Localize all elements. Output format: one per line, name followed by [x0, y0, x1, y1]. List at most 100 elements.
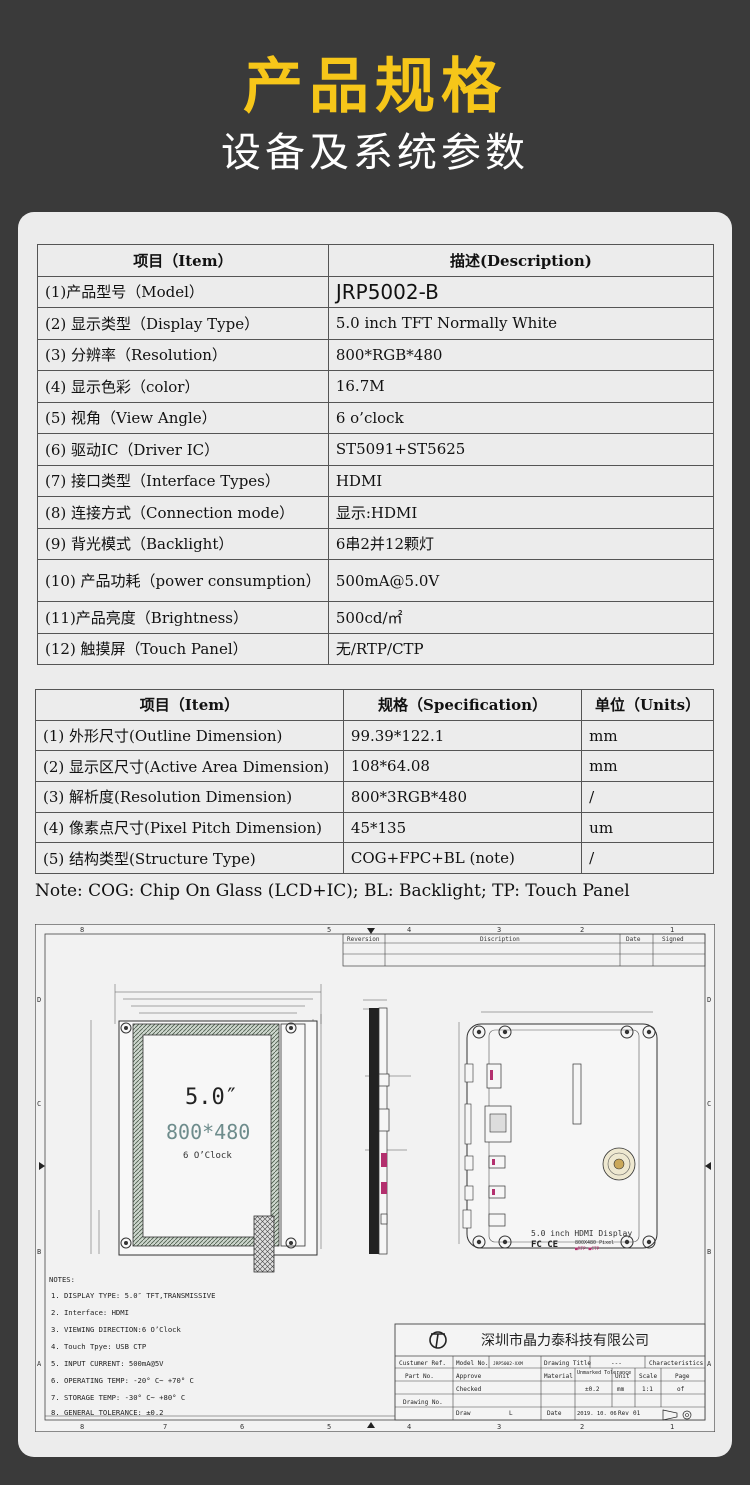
- tb-value: JRP5002-XXM: [493, 1361, 523, 1367]
- ruler-label: 6: [240, 1423, 244, 1431]
- abbreviation-note: Note: COG: Chip On Glass (LCD+IC); BL: B…: [35, 881, 630, 901]
- table-row: (8) 连接方式（Connection mode） 显示:HDMI: [37, 496, 715, 529]
- row-label: (8) 连接方式（Connection mode）: [37, 496, 329, 529]
- tb-label: Custumer Ref.: [399, 1360, 446, 1367]
- specification-table: 项目（Item） 规格（Specification） 单位（Units） (1)…: [35, 689, 714, 875]
- tb-label: Scale: [639, 1373, 657, 1380]
- back-view: 5.0 inch HDMI Display FC CE 800X480 Pixe…: [458, 1011, 658, 1252]
- ruler-label: 2: [580, 1423, 584, 1431]
- revision-table: Reversion Discription Date Signed: [342, 933, 706, 967]
- resolution-label: 800*480: [166, 1120, 250, 1144]
- revision-header: Discription: [480, 936, 520, 943]
- tb-label: Unit: [615, 1373, 630, 1380]
- tb-label: Page: [675, 1373, 690, 1380]
- tb-label: Drawing Title: [544, 1360, 591, 1367]
- table-row: (5) 视角（View Angle） 6 o’clock: [37, 401, 715, 434]
- board-sub-label: 800X480 Pixel: [575, 1240, 614, 1246]
- projection-symbol-icon: [662, 1409, 692, 1421]
- side-view: [363, 999, 411, 1255]
- board-label: 5.0 inch HDMI Display: [531, 1229, 632, 1238]
- row-label: (1) 外形尺寸(Outline Dimension): [35, 719, 344, 752]
- tb-value: mm: [617, 1386, 625, 1393]
- row-label: (2) 显示区尺寸(Active Area Dimension): [35, 750, 344, 783]
- ruler-label: B: [707, 1248, 711, 1256]
- ruler-label: 8: [80, 926, 84, 934]
- arrow-left-icon: [39, 1162, 45, 1170]
- company-logo-icon: [429, 1331, 447, 1349]
- note-line: NOTES:: [49, 1275, 75, 1284]
- tb-label: Approve: [456, 1373, 482, 1380]
- revision-header: Signed: [662, 936, 684, 943]
- tb-label: Part No.: [405, 1373, 434, 1380]
- row-unit: um: [581, 811, 714, 844]
- row-spec: 45*135: [342, 811, 583, 844]
- tb-label: Model No.: [456, 1360, 489, 1367]
- row-unit: /: [581, 842, 714, 875]
- ruler-label: C: [707, 1100, 711, 1108]
- table-header-row: 项目（Item） 规格（Specification） 单位（Units）: [35, 689, 714, 721]
- tb-value: 01: [633, 1410, 641, 1417]
- tb-value: ±0.2: [585, 1386, 600, 1393]
- row-unit: mm: [581, 750, 714, 783]
- ruler-label: 2: [580, 926, 584, 934]
- tb-label: Unmarked Tolerance: [577, 1370, 631, 1376]
- ruler-label: 3: [497, 1423, 501, 1431]
- arrow-right-icon: [705, 1162, 711, 1170]
- page-subtitle: 设备及系统参数: [221, 130, 529, 176]
- row-value: 显示:HDMI: [327, 496, 715, 529]
- row-label: (4) 像素点尺寸(Pixel Pitch Dimension): [35, 811, 344, 844]
- header-item: 项目（Item）: [37, 244, 329, 277]
- tb-label: Draw: [456, 1410, 471, 1417]
- ruler-label: 8: [80, 1423, 84, 1431]
- table-row: (9) 背光模式（Backlight） 6串2并12颗灯: [37, 527, 715, 560]
- row-label: (2) 显示类型（Display Type）: [37, 307, 329, 340]
- drawing-top-ruler: 8 5 4 3 2 1: [80, 926, 674, 934]
- technical-drawing: 8 5 4 3 2 1 8 7 6 5 4 3 2 1 D C B A D C …: [35, 924, 715, 1432]
- table-row: (5) 结构类型(Structure Type) COG+FPC+BL (not…: [35, 842, 714, 875]
- ruler-label: D: [37, 996, 41, 1004]
- row-value: 6串2并12颗灯: [327, 527, 715, 560]
- tb-label: Drawing No.: [403, 1399, 443, 1406]
- row-value: 500cd/㎡: [327, 601, 715, 634]
- table-row: (7) 接口类型（Interface Types） HDMI: [37, 464, 715, 497]
- row-label: (11)产品亮度（Brightness）: [37, 601, 329, 634]
- row-value: JRP5002-B: [327, 275, 715, 308]
- tb-value: 2019. 10. 06: [577, 1411, 617, 1417]
- row-label: (3) 解析度(Resolution Dimension): [35, 781, 344, 813]
- drawing-side-ruler: D C B A D C B A: [37, 996, 712, 1368]
- table-row: (2) 显示区尺寸(Active Area Dimension) 108*64.…: [35, 750, 714, 783]
- row-value: 800*RGB*480: [327, 338, 715, 371]
- note-line: 4. Touch Tpye: USB CTP: [51, 1342, 146, 1351]
- ruler-label: D: [707, 996, 711, 1004]
- row-value: 5.0 inch TFT Normally White: [327, 307, 715, 340]
- row-spec: 800*3RGB*480: [342, 781, 583, 813]
- tb-label: Characteristics: [649, 1360, 704, 1367]
- company-name: 深圳市晶力泰科技有限公司: [481, 1332, 649, 1349]
- table-row: (6) 驱动IC（Driver IC） ST5091+ST5625: [37, 433, 715, 466]
- header-item: 项目（Item）: [35, 689, 344, 721]
- tb-label: Material: [544, 1373, 573, 1380]
- ruler-label: A: [37, 1360, 42, 1368]
- tb-value: L: [509, 1410, 513, 1417]
- ruler-label: 7: [163, 1423, 167, 1431]
- revision-header: Reversion: [347, 936, 380, 943]
- row-spec: 99.39*122.1: [342, 719, 583, 752]
- note-line: 5. INPUT CURRENT: 500mA@5V: [51, 1359, 164, 1368]
- table-row: (4) 显示色彩（color） 16.7M: [37, 370, 715, 403]
- row-value: 6 o’clock: [327, 401, 715, 434]
- note-line: 3. VIEWING DIRECTION:6 O’Clock: [51, 1325, 181, 1334]
- row-label: (10) 产品功耗（power consumption）: [37, 559, 329, 602]
- board-sub2-label: ■RTP ■CTP: [575, 1246, 600, 1252]
- row-value: ST5091+ST5625: [327, 433, 715, 466]
- header-units: 单位（Units）: [581, 689, 714, 721]
- arrow-up-icon: [367, 1422, 375, 1428]
- header-specification: 规格（Specification）: [342, 689, 583, 721]
- ruler-label: 1: [670, 926, 674, 934]
- table-row: (10) 产品功耗（power consumption） 500mA@5.0V: [37, 559, 715, 602]
- table-row: (11)产品亮度（Brightness） 500cd/㎡: [37, 601, 715, 634]
- row-label: (12) 触摸屏（Touch Panel）: [37, 632, 329, 665]
- page-title: 产品规格: [243, 52, 507, 122]
- table-row: (1)产品型号（Model） JRP5002-B: [37, 275, 715, 308]
- row-value: 16.7M: [327, 370, 715, 403]
- arrow-down-icon: [367, 928, 375, 934]
